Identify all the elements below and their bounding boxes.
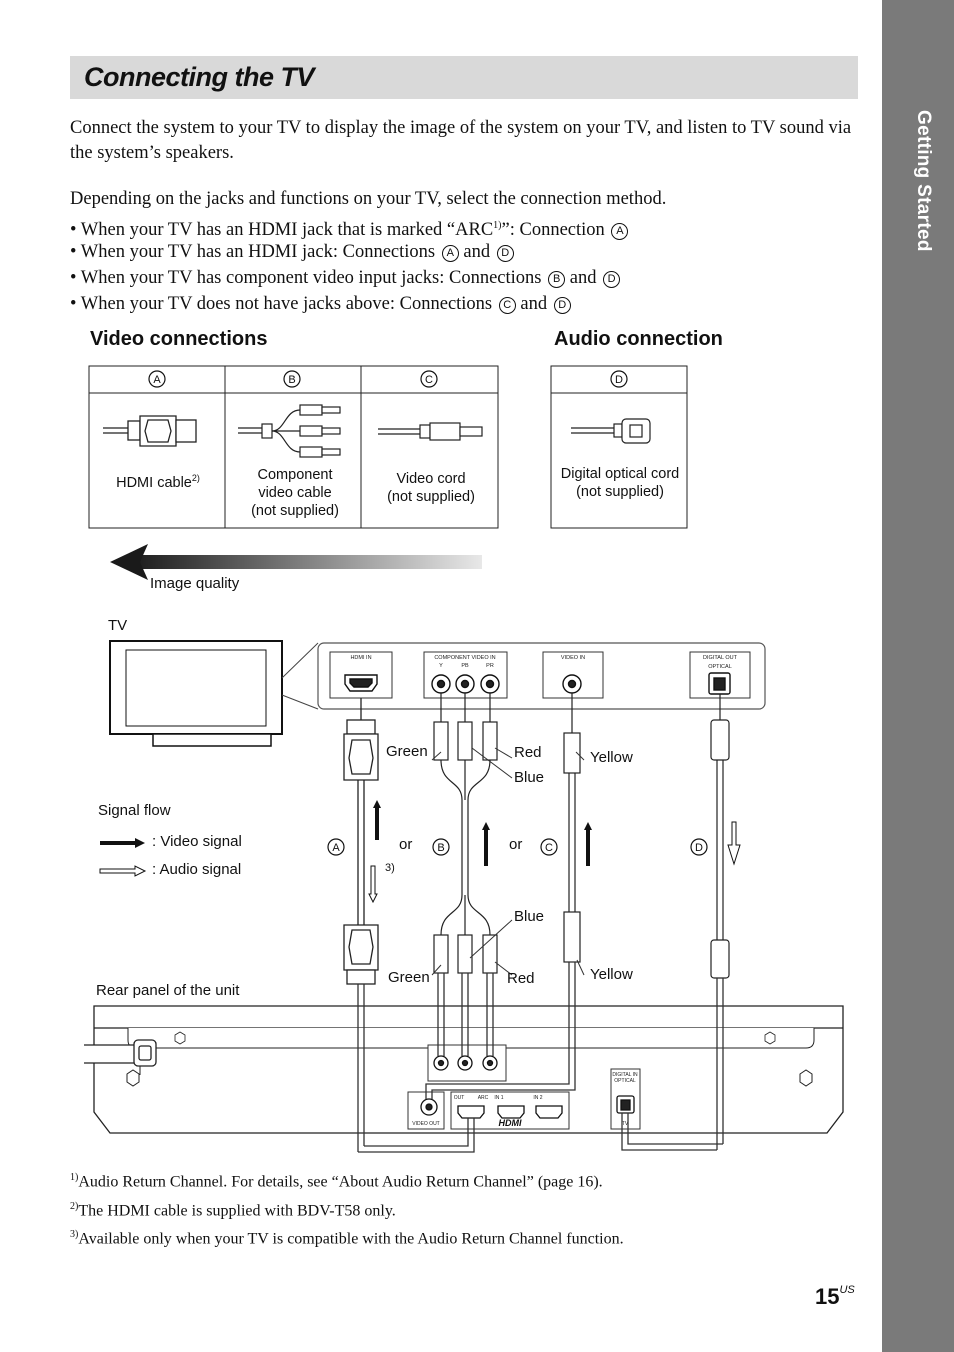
component-cable-icon (238, 404, 341, 458)
video-signal-label: : Video signal (152, 833, 242, 850)
svg-text:OPTICAL: OPTICAL (708, 664, 732, 670)
footnote-3: 3)Available only when your TV is compati… (70, 1229, 624, 1248)
footnote-2: 2)The HDMI cable is supplied with BDV-T5… (70, 1201, 396, 1220)
svg-text:Y: Y (439, 663, 443, 669)
connection-mark-icon: B (548, 271, 566, 288)
or-label-2: or (509, 836, 523, 853)
video-signal-arrows (373, 800, 592, 866)
svg-text:IN 2: IN 2 (533, 1095, 542, 1101)
image-quality-label: Image quality (150, 575, 240, 592)
video-cord-icon (378, 422, 483, 441)
audio-signal-arrow (368, 821, 741, 904)
side-tab: Getting Started (882, 0, 954, 1352)
connection-mark-icon: A (611, 223, 629, 241)
tv-illustration (109, 640, 283, 747)
connection-mark-icon: C (498, 297, 516, 314)
svg-text:C: C (545, 842, 553, 854)
svg-text:B: B (437, 842, 444, 854)
hdmi-cable-label: HDMI cable2) (116, 473, 200, 491)
video-connections-heading: Video connections (90, 328, 268, 350)
connection-mark-icon: A (441, 245, 459, 262)
page-title: Connecting the TV (84, 62, 315, 92)
note-3-marker: 3) (385, 862, 395, 874)
svg-text:TV: TV (622, 1121, 629, 1127)
bullet-arc: • When your TV has an HDMI jack that is … (70, 213, 629, 243)
legend-arrows (99, 838, 147, 877)
yellow-label-bottom: Yellow (590, 966, 633, 983)
connection-mark-icon: D (496, 245, 514, 262)
blue-label-bottom: Blue (514, 908, 545, 925)
svg-text:VIDEO OUT: VIDEO OUT (412, 1121, 440, 1127)
connection-mark-icon: D (553, 297, 571, 314)
hdmi-logo: HDMI (499, 1118, 522, 1128)
svg-text:IN 1: IN 1 (494, 1095, 503, 1101)
footnote-1: 1)Audio Return Channel. For details, see… (70, 1172, 603, 1191)
svg-text:OPTICAL: OPTICAL (614, 1078, 636, 1084)
svg-text:D: D (695, 842, 703, 854)
method-intro: Depending on the jacks and functions on … (70, 189, 667, 209)
svg-text:ARC: ARC (478, 1095, 489, 1101)
connection-mark-icon: D (603, 271, 621, 288)
svg-text:OUT: OUT (454, 1095, 465, 1101)
bullet-component: • When your TV has component video input… (70, 266, 621, 291)
svg-text:DIGITAL IN: DIGITAL IN (612, 1072, 638, 1078)
optical-cord-route (710, 694, 730, 979)
side-tab-label: Getting Started (913, 110, 934, 252)
green-label-bottom: Green (388, 969, 430, 986)
audio-cable-table (550, 365, 688, 529)
title-bar: Connecting the TV (70, 56, 858, 99)
blue-label-top: Blue (514, 769, 545, 786)
video-cord-route (563, 693, 581, 963)
rear-panel-label: Rear panel of the unit (96, 982, 240, 999)
mark-a-label: A (153, 374, 161, 386)
signal-flow-title: Signal flow (98, 802, 171, 819)
svg-text:PR: PR (486, 663, 494, 669)
mark-d-label: D (615, 374, 623, 386)
hdmi-in-label: HDMI IN (350, 655, 371, 661)
video-cord-label: Video cord(not supplied) (387, 471, 475, 505)
red-label-bottom: Red (507, 970, 535, 987)
image-quality-arrow (110, 544, 482, 580)
or-label-1: or (399, 836, 413, 853)
component-cable-route (433, 693, 498, 974)
video-in-label: VIDEO IN (561, 655, 585, 661)
optical-cord-icon (571, 418, 651, 444)
yellow-label-top: Yellow (590, 749, 633, 766)
hdmi-cable-icon (103, 415, 197, 447)
svg-text:PB: PB (461, 663, 469, 669)
digital-out-label: DIGITAL OUT (703, 655, 738, 661)
intro-paragraph: Connect the system to your TV to display… (70, 118, 852, 163)
bullet-none: • When your TV does not have jacks above… (70, 292, 571, 317)
tv-label: TV (108, 617, 128, 634)
red-label-top: Red (514, 744, 542, 761)
bullet-hdmi: • When your TV has an HDMI jack: Connect… (70, 240, 514, 265)
component-in-label: COMPONENT VIDEO IN (434, 655, 495, 661)
green-label-top: Green (386, 743, 428, 760)
svg-text:A: A (332, 842, 340, 854)
audio-signal-label: : Audio signal (152, 861, 242, 878)
hdmi-cable-route (343, 698, 379, 985)
mark-c-label: C (425, 374, 433, 386)
audio-connection-heading: Audio connection (554, 328, 723, 350)
mark-b-label: B (288, 374, 295, 386)
video-cable-table (88, 365, 499, 529)
optical-cord-label: Digital optical cord(not supplied) (560, 466, 680, 500)
page-number: 15US (815, 1284, 855, 1309)
